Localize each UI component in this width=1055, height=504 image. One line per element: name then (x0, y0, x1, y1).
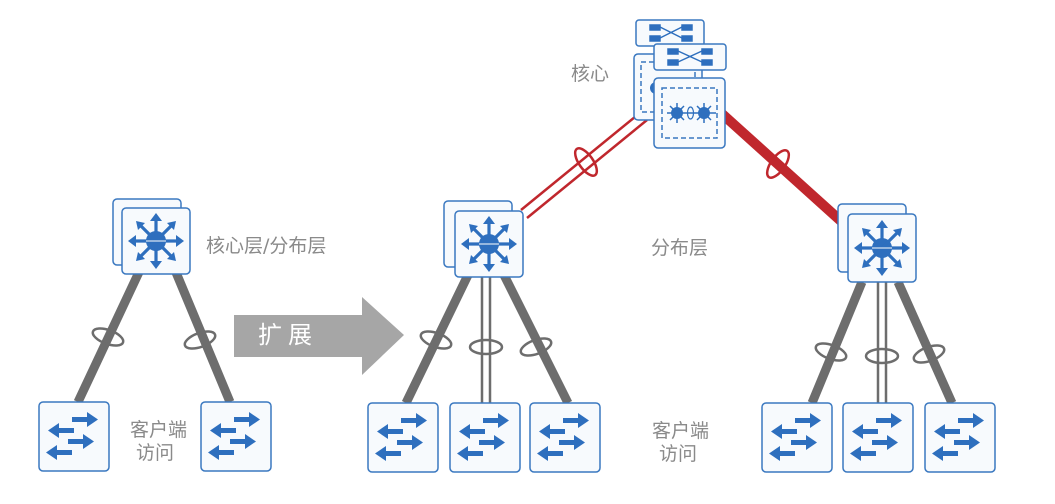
left-access-switch-2[interactable] (200, 401, 272, 472)
link-bundle-icon (864, 347, 900, 365)
right-distribution-switch[interactable] (837, 203, 917, 283)
multilayer-switch-icon (459, 214, 519, 274)
link-bundle-icon (765, 149, 791, 179)
access-switch[interactable] (924, 402, 996, 473)
stacked-core-icon (667, 103, 716, 123)
core-link-left (520, 111, 648, 219)
expand-label: 扩展 (258, 321, 318, 349)
left-distribution-switch[interactable] (443, 200, 524, 278)
multilayer-switch-icon (126, 211, 186, 271)
core-label: 核心 (571, 63, 610, 85)
access-switch[interactable] (842, 402, 914, 473)
access-switch[interactable] (367, 402, 439, 473)
left-access-switch-1[interactable] (38, 401, 110, 472)
access-switch[interactable] (761, 402, 833, 473)
crossover-icon (649, 24, 693, 42)
multilayer-switch-icon (852, 218, 912, 278)
right-distribution-downlinks (807, 280, 957, 405)
core-link-right (716, 108, 846, 226)
core-switch-stack[interactable] (633, 19, 727, 149)
left-access-label-line2: 访问 (136, 442, 175, 464)
left-distribution-downlinks (401, 272, 573, 406)
link-bundle-icon (468, 338, 504, 356)
core-distribution-label: 核心层/分布层 (206, 235, 327, 257)
crossover-icon (667, 48, 713, 66)
access-switch[interactable] (529, 402, 601, 473)
expand-arrow (234, 297, 404, 375)
left-access-label-line1: 客户端 (130, 419, 188, 441)
left-core-distribution-switch[interactable] (112, 198, 191, 275)
link-bundle-icon (573, 147, 599, 177)
right-access-label-line2: 访问 (659, 443, 698, 465)
left-uplinks (73, 268, 235, 404)
access-switch[interactable] (449, 402, 521, 473)
distribution-label: 分布层 (651, 237, 709, 259)
right-access-label-line1: 客户端 (652, 420, 710, 442)
